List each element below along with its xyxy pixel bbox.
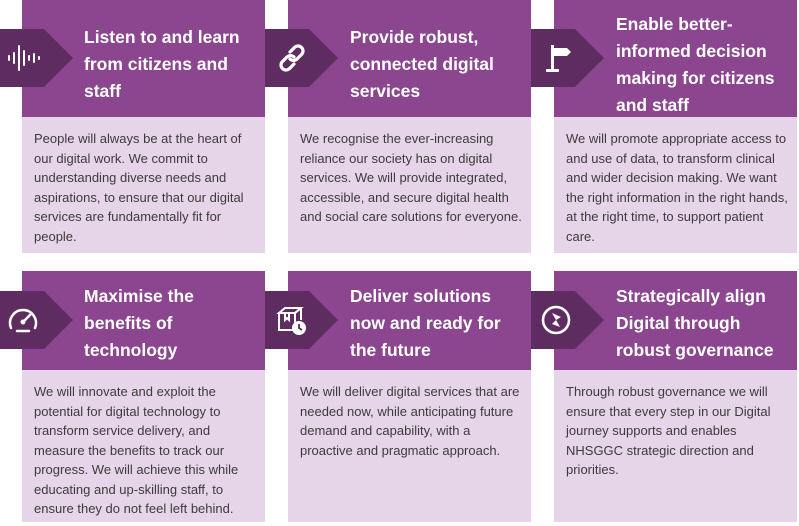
title-line: benefits of bbox=[84, 313, 173, 333]
title-line: robust governance bbox=[616, 340, 774, 360]
signpost-flag-icon bbox=[546, 45, 571, 72]
title-line: informed decision bbox=[616, 41, 767, 61]
box-clock-icon bbox=[276, 307, 306, 335]
chain-link-icon bbox=[279, 44, 305, 72]
card-body: People will always be at the heart of ou… bbox=[22, 117, 265, 253]
title-line: services bbox=[350, 81, 421, 101]
icon-tab bbox=[531, 291, 615, 349]
icon-tab bbox=[265, 29, 349, 87]
card-title: Listen to and learn from citizens and st… bbox=[84, 24, 259, 105]
card-title: Strategically align Digital through robu… bbox=[616, 283, 791, 364]
card-body: Through robust governance we will ensure… bbox=[554, 370, 797, 522]
title-line: connected digital bbox=[350, 54, 494, 74]
icon-tab bbox=[531, 29, 615, 87]
card-body: We will deliver digital services that ar… bbox=[288, 370, 531, 522]
compass-icon bbox=[541, 305, 571, 335]
card-title: Enable better- informed decision making … bbox=[616, 11, 791, 119]
title-line: staff bbox=[84, 81, 121, 101]
title-line: Deliver solutions bbox=[350, 286, 492, 306]
icon-tab bbox=[0, 291, 84, 349]
title-line: Enable better- bbox=[616, 14, 733, 34]
title-line: technology bbox=[84, 340, 178, 360]
card-description: We will deliver digital services that ar… bbox=[300, 384, 520, 458]
card-body: We will innovate and exploit the potenti… bbox=[22, 370, 265, 522]
card-title: Maximise the benefits of technology bbox=[84, 283, 259, 364]
card-body: We will promote appropriate access to an… bbox=[554, 117, 797, 253]
icon-tab bbox=[265, 291, 349, 349]
title-line: making for citizens bbox=[616, 68, 775, 88]
title-line: Maximise the bbox=[84, 286, 194, 306]
title-line: Digital through bbox=[616, 313, 741, 333]
card-header: Maximise the benefits of technology bbox=[22, 271, 265, 370]
title-line: from citizens and bbox=[84, 54, 228, 74]
title-line: Provide robust, bbox=[350, 27, 479, 47]
speedometer-icon bbox=[8, 308, 38, 333]
title-line: now and ready for bbox=[350, 313, 501, 333]
title-line: and staff bbox=[616, 95, 689, 115]
icon-tab bbox=[0, 29, 84, 87]
card-description: We will innovate and exploit the potenti… bbox=[34, 384, 239, 516]
card-title: Provide robust, connected digital servic… bbox=[350, 24, 525, 105]
card-description: People will always be at the heart of ou… bbox=[34, 131, 244, 244]
title-line: the future bbox=[350, 340, 431, 360]
sound-wave-icon bbox=[8, 45, 40, 71]
card-description: We will promote appropriate access to an… bbox=[566, 131, 788, 244]
card-description: Through robust governance we will ensure… bbox=[566, 384, 771, 477]
card-description: We recognise the ever-increasing relianc… bbox=[300, 131, 522, 224]
title-line: Strategically align bbox=[616, 286, 766, 306]
card-title: Deliver solutions now and ready for the … bbox=[350, 283, 525, 364]
title-line: Listen to and learn bbox=[84, 27, 240, 47]
card-body: We recognise the ever-increasing relianc… bbox=[288, 117, 531, 253]
